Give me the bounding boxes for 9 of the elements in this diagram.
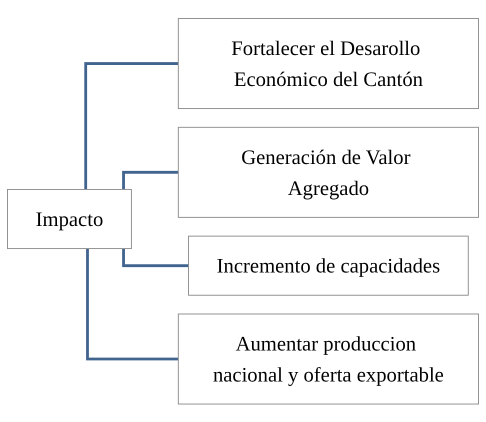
node-box: Aumentar produccion nacional y oferta exportable	[178, 313, 479, 404]
connector	[122, 248, 189, 267]
connector	[122, 170, 178, 190]
node-box: Incremento de capacidades	[188, 235, 469, 296]
connector	[86, 248, 178, 360]
node-box: Generación de Valor Agregado	[178, 126, 479, 218]
node-box: Impacto	[7, 188, 132, 249]
node-box: Fortalecer el Desarollo Económico del Cantón	[178, 18, 479, 109]
connector	[84, 62, 178, 190]
